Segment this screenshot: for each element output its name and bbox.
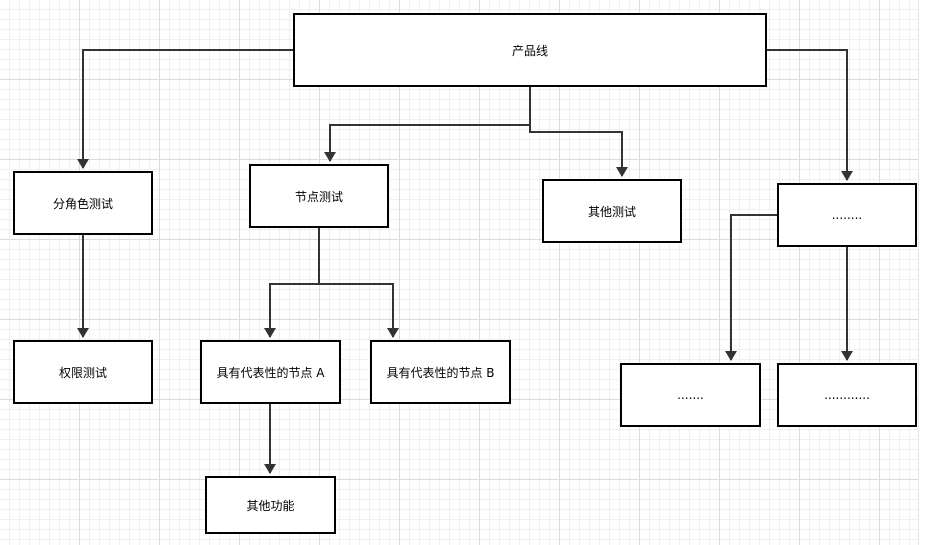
node-permission-test-label: 权限测试 bbox=[58, 365, 107, 380]
node-ellipsis-top[interactable]: ........ bbox=[777, 183, 917, 247]
edge-product-line-to-role-test bbox=[77, 49, 293, 169]
node-node-a[interactable]: 具有代表性的节点 A bbox=[200, 340, 341, 404]
node-ellipsis-top-label: ........ bbox=[831, 208, 863, 222]
canvas-edge-strip bbox=[918, 0, 931, 545]
node-node-b[interactable]: 具有代表性的节点 B bbox=[370, 340, 511, 404]
node-other-function[interactable]: 其他功能 bbox=[205, 476, 336, 534]
node-ellipsis-left[interactable]: ....... bbox=[620, 363, 761, 427]
node-other-test-label: 其他测试 bbox=[587, 204, 636, 219]
node-other-test[interactable]: 其他测试 bbox=[542, 179, 682, 243]
node-node-test[interactable]: 节点测试 bbox=[249, 164, 389, 228]
node-role-test-label: 分角色测试 bbox=[52, 196, 113, 211]
node-node-test-label: 节点测试 bbox=[294, 189, 343, 204]
node-node-b-label: 具有代表性的节点 B bbox=[386, 365, 495, 380]
node-ellipsis-left-label: ....... bbox=[677, 388, 704, 402]
node-product-line[interactable]: 产品线 bbox=[293, 13, 767, 87]
node-product-line-label: 产品线 bbox=[511, 43, 548, 58]
edge-ellipsis-top-to-ellipsis-left bbox=[725, 214, 777, 361]
node-other-function-label: 其他功能 bbox=[246, 498, 295, 513]
edge-product-line-to-ellipsis-top bbox=[767, 49, 853, 181]
node-ellipsis-right[interactable]: ............ bbox=[777, 363, 917, 427]
node-ellipsis-right-label: ............ bbox=[824, 388, 870, 402]
edge-product-line-to-node-test bbox=[324, 87, 531, 162]
edge-node-test-to-node-a bbox=[264, 228, 320, 338]
node-permission-test[interactable]: 权限测试 bbox=[13, 340, 153, 404]
edge-node-test-to-node-b bbox=[319, 283, 399, 338]
edge-product-line-to-other-test bbox=[529, 125, 628, 177]
node-node-a-label: 具有代表性的节点 A bbox=[216, 365, 325, 380]
node-role-test[interactable]: 分角色测试 bbox=[13, 171, 153, 235]
